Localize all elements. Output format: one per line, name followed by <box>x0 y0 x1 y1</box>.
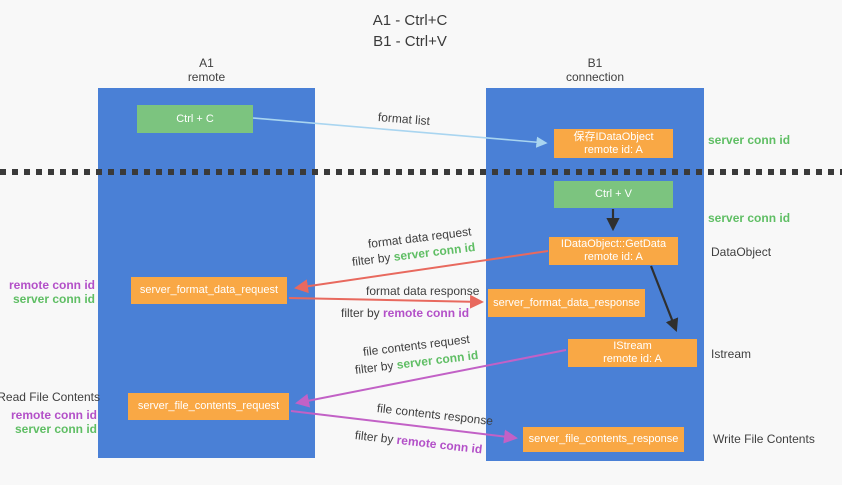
left-conn-id-pair-1: remote conn id server conn id <box>9 278 95 306</box>
server-conn-id-annotation: server conn id <box>14 422 97 436</box>
remote-conn-id-annotation: remote conn id <box>8 278 95 292</box>
ctrl-c-label: Ctrl + C <box>176 112 214 125</box>
server-conn-id-annotation-mid: server conn id <box>708 211 791 225</box>
remote-conn-id-annotation: remote conn id <box>10 408 97 422</box>
idataobject-getdata-box: IDataObject::GetData remote id: A <box>549 237 678 265</box>
save-idataobject-line1: 保存IDataObject <box>573 130 654 143</box>
left-column-header: A1 remote <box>98 56 315 84</box>
format-list-label: format list <box>377 110 431 129</box>
write-file-contents-annotation: Write File Contents <box>713 432 815 446</box>
left-conn-id-pair-2: remote conn id server conn id <box>11 408 97 436</box>
server-file-contents-response-box: server_file_contents_response <box>523 427 684 452</box>
save-idataobject-box: 保存IDataObject remote id: A <box>554 129 673 158</box>
file-response-filter-label: filter by remote conn id <box>354 428 483 456</box>
format-data-response-arrow <box>288 294 484 309</box>
istream-line2: remote id: A <box>603 353 662 365</box>
filter-by-text: filter by <box>351 249 395 269</box>
dataobject-annotation: DataObject <box>711 245 772 259</box>
server-format-data-request-box: server_format_data_request <box>131 277 287 304</box>
filter-by-text: filter by <box>354 428 398 447</box>
ctrl-c-box: Ctrl + C <box>137 105 253 133</box>
format-response-filter-label: filter by remote conn id <box>341 306 469 320</box>
server-conn-id-annotation: server conn id <box>12 292 95 306</box>
server-file-contents-request-label: server_file_contents_request <box>137 400 280 412</box>
istream-line1: IStream <box>613 340 652 352</box>
diagram-title: A1 - Ctrl+C B1 - Ctrl+V <box>300 10 520 52</box>
left-column-id: A1 <box>199 56 214 70</box>
title-line-1: A1 - Ctrl+C <box>372 12 448 29</box>
right-column-header: B1 connection <box>486 56 704 84</box>
server-conn-id-annotation-top: server conn id <box>708 133 791 147</box>
filter-by-text: filter by <box>354 357 398 377</box>
left-column-role: remote <box>187 70 226 84</box>
save-idataobject-line2: remote id: A <box>584 143 643 156</box>
title-line-2: B1 - Ctrl+V <box>373 33 447 50</box>
server-format-data-response-box: server_format_data_response <box>488 289 645 317</box>
format-data-response-label: format data response <box>366 284 480 298</box>
istream-box: IStream remote id: A <box>568 339 697 367</box>
right-column-id: B1 <box>587 56 603 70</box>
ctrl-v-label: Ctrl + V <box>595 188 632 200</box>
server-file-contents-request-box: server_file_contents_request <box>128 393 289 420</box>
remote-conn-id-text: remote conn id <box>383 306 470 320</box>
file-contents-response-label: file contents response <box>376 401 494 429</box>
getdata-line2: remote id: A <box>584 251 643 263</box>
machine-boundary-dotted-line <box>0 169 842 175</box>
ctrl-v-box: Ctrl + V <box>554 181 673 208</box>
istream-annotation: Istream <box>711 347 752 361</box>
read-file-contents-annotation: Read File Contents <box>0 390 100 404</box>
server-format-data-response-label: server_format_data_response <box>493 296 640 309</box>
getdata-line1: IDataObject::GetData <box>560 238 667 250</box>
remote-conn-id-text: remote conn id <box>395 432 484 457</box>
server-file-contents-response-label: server_file_contents_response <box>528 433 679 445</box>
server-format-data-request-label: server_format_data_request <box>139 284 279 296</box>
right-column-role: connection <box>565 70 625 84</box>
filter-by-text: filter by <box>341 306 384 320</box>
